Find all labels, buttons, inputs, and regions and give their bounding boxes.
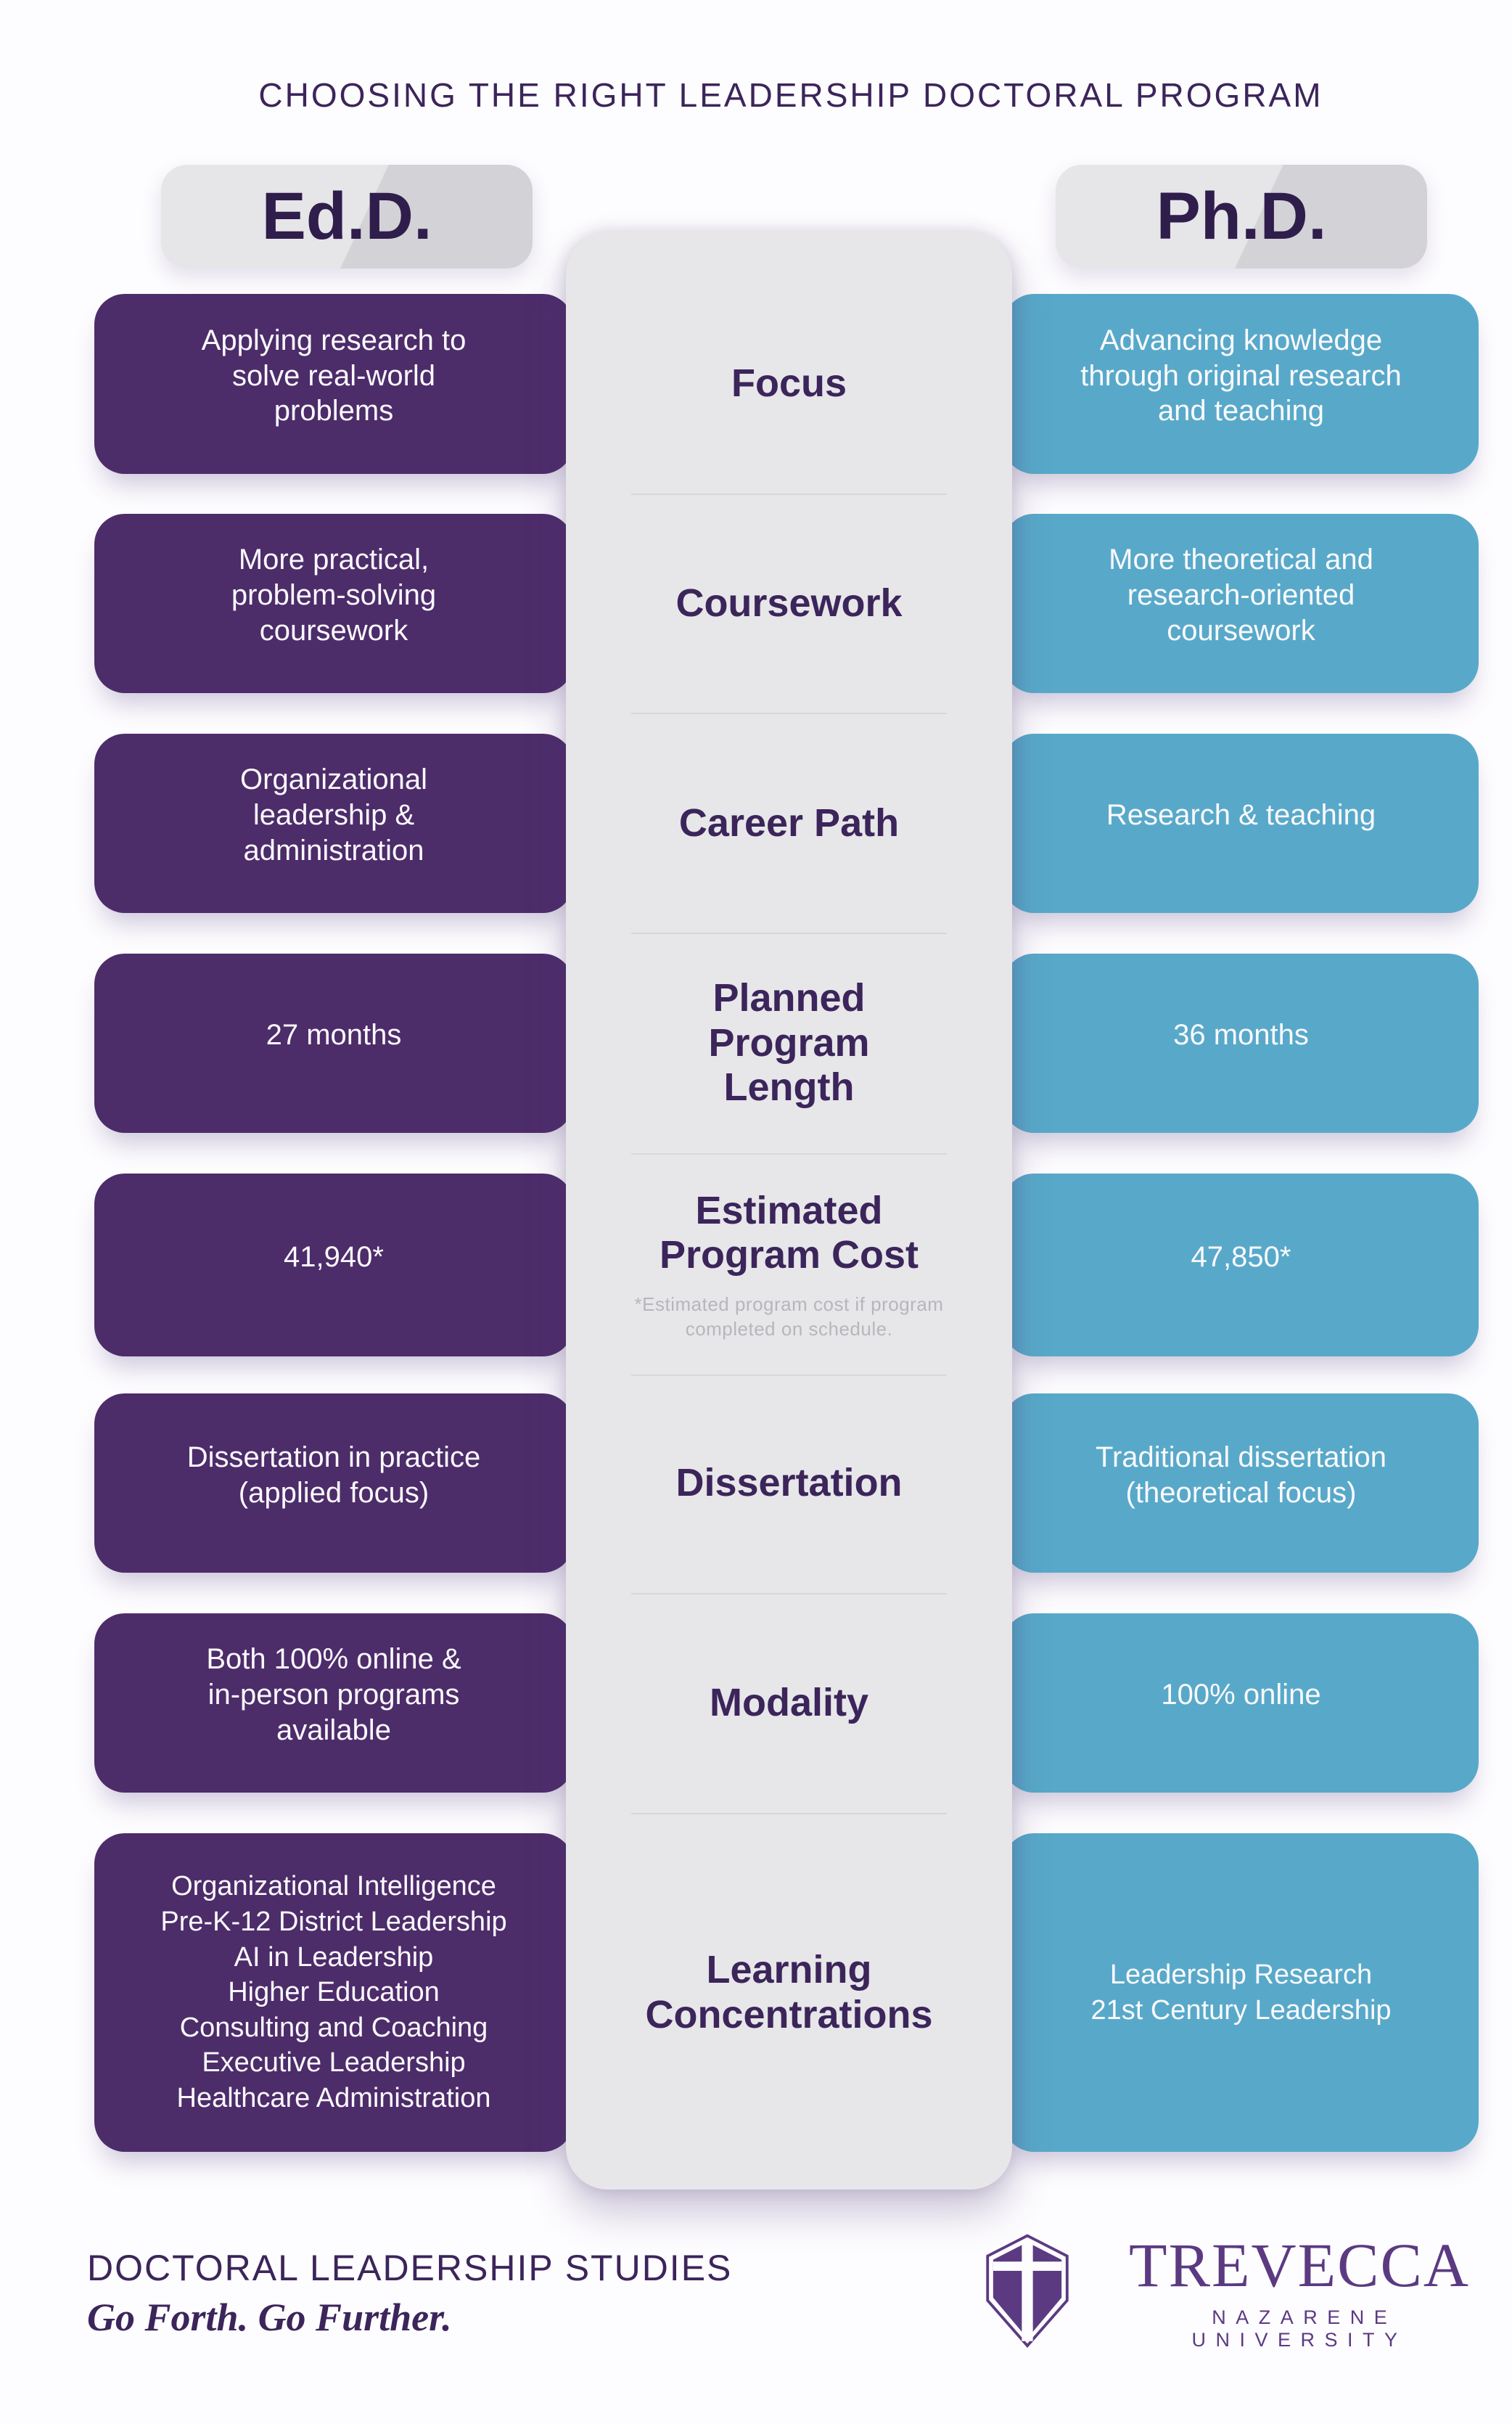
edd-coursework-cell: More practical, problem-solving coursewo… [94, 514, 573, 693]
category-dissertation: Dissertation [675, 1460, 903, 1504]
trevecca-wordmark: TREVECCA [1129, 2230, 1470, 2300]
category-coursework: Coursework [675, 581, 903, 625]
phd-concentrations-cell: Leadership Research 21st Century Leaders… [1003, 1833, 1479, 2152]
edd-program-cost-cell: 41,940* [94, 1174, 573, 1356]
edd-header-label: Ed.D. [261, 179, 432, 253]
trevecca-logo: TREVECCA NAZARENE UNIVERSITY [981, 2234, 1512, 2351]
phd-modality-cell: 100% online [1003, 1613, 1479, 1793]
edd-focus-cell: Applying research to solve real-world pr… [94, 294, 573, 474]
phd-coursework-cell: More theoretical and research-oriented c… [1003, 514, 1479, 693]
category-panel: Focus Coursework Career Path Planned Pro… [566, 232, 1012, 2190]
category-learning-concentrations: Learning Concentrations [645, 1947, 933, 2036]
category-program-length: Planned Program Length [708, 976, 870, 1110]
category-program-cost-label: Estimated Program Cost [659, 1188, 919, 1277]
phd-dissertation-cell: Traditional dissertation (theoretical fo… [1003, 1393, 1479, 1573]
trevecca-subtitle: NAZARENE UNIVERSITY [1191, 2306, 1408, 2351]
phd-program-cost-cell: 47,850* [1003, 1174, 1479, 1356]
divider [631, 1593, 947, 1594]
footer-tagline: Go Forth. Go Further. [87, 2296, 452, 2339]
edd-header-pill: Ed.D. [161, 165, 533, 269]
divider [631, 933, 947, 934]
category-focus: Focus [731, 361, 847, 406]
category-career-path: Career Path [678, 801, 900, 845]
page-title: CHOOSING THE RIGHT LEADERSHIP DOCTORAL P… [258, 76, 1323, 114]
trevecca-wordmark-block: TREVECCA NAZARENE UNIVERSITY [1087, 2234, 1512, 2351]
trevecca-shield-icon [981, 2234, 1074, 2349]
phd-program-length-cell: 36 months [1003, 954, 1479, 1133]
divider [631, 713, 947, 714]
divider [631, 1375, 947, 1376]
phd-header-label: Ph.D. [1156, 179, 1327, 253]
edd-concentrations-cell: Organizational Intelligence Pre-K-12 Dis… [94, 1833, 573, 2152]
footer-program-name: DOCTORAL LEADERSHIP STUDIES [87, 2248, 733, 2288]
category-modality: Modality [709, 1680, 868, 1724]
edd-career-path-cell: Organizational leadership & administrati… [94, 734, 573, 913]
phd-header-pill: Ph.D. [1056, 165, 1427, 269]
edd-modality-cell: Both 100% online & in-person programs av… [94, 1613, 573, 1793]
divider [631, 1153, 947, 1155]
divider [631, 494, 947, 495]
divider [631, 1813, 947, 1814]
edd-dissertation-cell: Dissertation in practice (applied focus) [94, 1393, 573, 1573]
phd-career-path-cell: Research & teaching [1003, 734, 1479, 913]
program-cost-footnote: *Estimated program cost if program compl… [634, 1293, 944, 1340]
category-program-cost: Estimated Program Cost *Estimated progra… [566, 1174, 1012, 1356]
phd-focus-cell: Advancing knowledge through original res… [1003, 294, 1479, 474]
edd-program-length-cell: 27 months [94, 954, 573, 1133]
